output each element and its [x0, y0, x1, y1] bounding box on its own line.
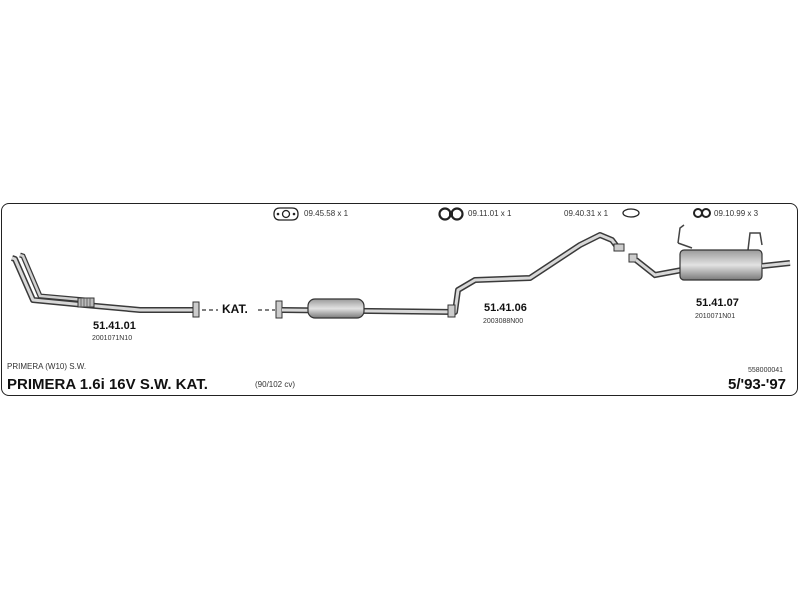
part-number-2: 51.41.06	[484, 302, 527, 314]
center-pipe-51-41-06	[275, 232, 625, 319]
part-number-3: 51.41.07	[696, 297, 739, 309]
part-code-3: 2010071N01	[695, 313, 736, 320]
production-years: 5/'93-'97	[728, 376, 787, 393]
accessory-label-4: 09.10.99 x 3	[714, 209, 759, 218]
flange-gasket-icon	[273, 207, 299, 221]
diagram-frame	[1, 203, 798, 396]
part-code-2: 2003088N00	[483, 318, 524, 325]
accessory-label-3: 09.40.31 x 1	[564, 209, 609, 218]
kat-label: KAT.	[222, 302, 248, 316]
model-line: PRIMERA (W10) S.W.	[7, 362, 87, 371]
accessory-label-1: 09.45.58 x 1	[304, 209, 349, 218]
o-ring-icon	[622, 208, 640, 218]
vehicle-title: PRIMERA 1.6i 16V S.W. KAT.	[7, 376, 208, 393]
catalog-number: 558000041	[748, 367, 784, 374]
rubber-hanger-icon	[693, 208, 711, 218]
part-code-1: 2001071N10	[92, 335, 133, 342]
engine-power: (90/102 cv)	[255, 380, 296, 389]
accessory-label-2: 09.11.01 x 1	[468, 209, 512, 218]
part-number-1: 51.41.01	[93, 320, 136, 332]
double-clamp-icon	[438, 207, 464, 221]
front-pipe-51-41-01	[11, 252, 200, 318]
rear-silencer-51-41-07	[628, 224, 791, 281]
